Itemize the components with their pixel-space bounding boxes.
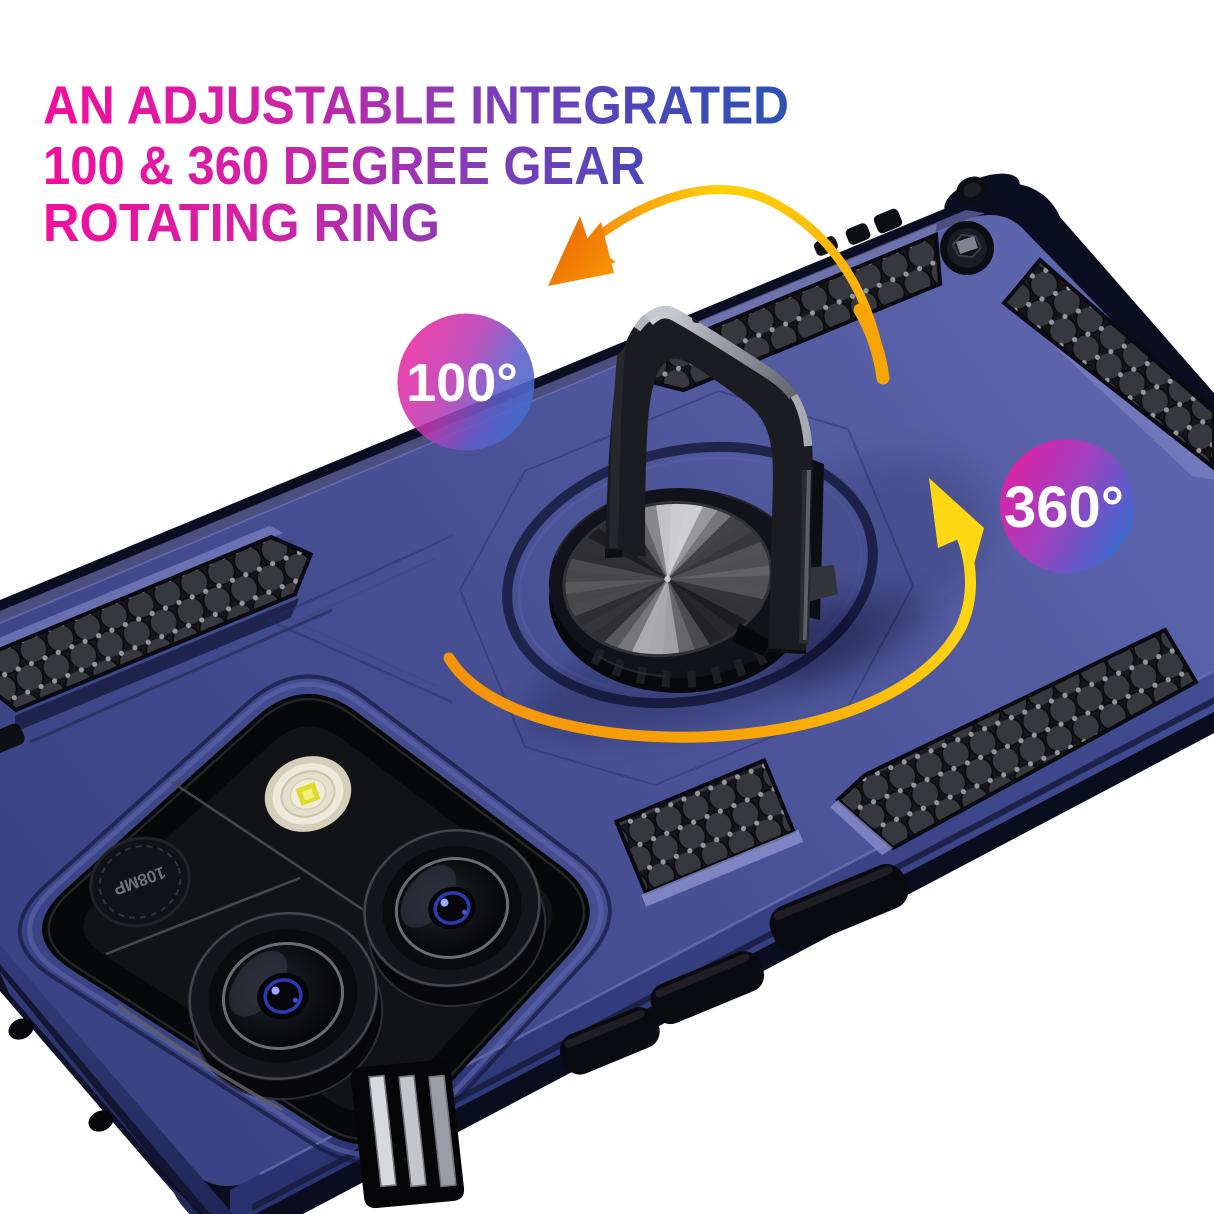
svg-text:AN ADJUSTABLE INTEGRATED: AN ADJUSTABLE INTEGRATED <box>43 77 789 136</box>
svg-text:100 & 360 DEGREE GEAR: 100 & 360 DEGREE GEAR <box>43 137 645 196</box>
svg-text:100°: 100° <box>406 353 518 413</box>
svg-text:360°: 360° <box>1004 475 1124 540</box>
svg-text:ROTATING RING: ROTATING RING <box>43 194 440 253</box>
